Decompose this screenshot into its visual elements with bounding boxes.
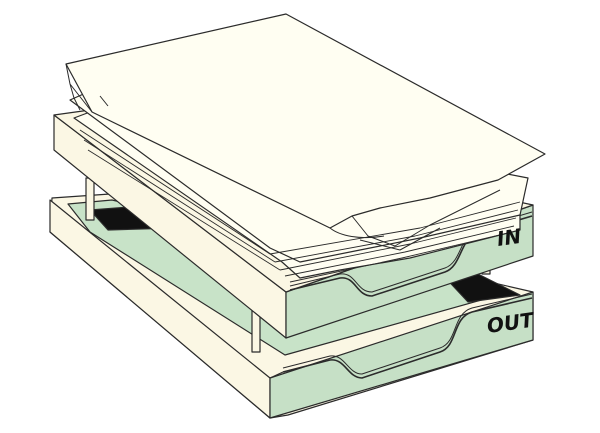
out-tray-front xyxy=(269,291,534,419)
paper-stack xyxy=(65,13,546,283)
paper-curl xyxy=(65,63,501,251)
paper-sheet-top xyxy=(65,13,546,229)
in-tray-label: IN xyxy=(495,224,523,251)
post-left xyxy=(85,177,95,221)
out-tray-slot xyxy=(282,297,533,379)
